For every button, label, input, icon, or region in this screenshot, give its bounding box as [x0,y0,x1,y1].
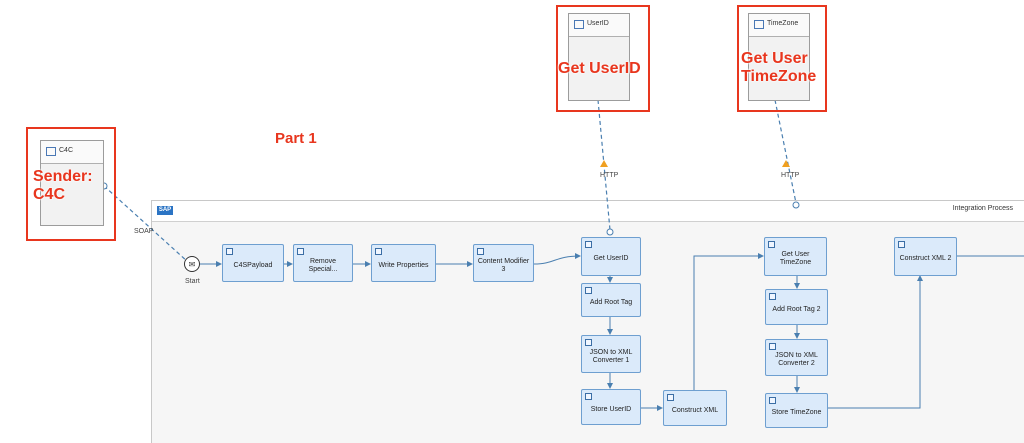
http-connection-timezone [774,99,797,204]
userid-highlight-box [556,5,650,112]
sender-highlight-box [26,127,116,241]
envelope-icon: ✉ [188,259,196,269]
pool-header: SAP Integration Process [152,201,1024,222]
system-icon [754,20,764,29]
script-icon [226,248,233,255]
step-label: Content Modifier 3 [477,257,530,273]
system-icon [574,20,584,29]
sender-highlight-text: Sender: C4C [33,168,93,203]
step-label: Get User TimeZone [779,251,812,266]
step-c4spayload[interactable]: C4SPayload [222,244,284,282]
receiver-system-timezone[interactable]: TimeZone [748,13,810,101]
step-store-userid[interactable]: Store UserID [581,389,641,425]
sender-system-c4c[interactable]: C4C [40,140,104,226]
content-modifier-icon [375,248,382,255]
step-content-modifier-3[interactable]: Content Modifier 3 [473,244,534,282]
warning-icon [782,160,790,167]
step-json-to-xml-2[interactable]: JSON to XML Converter 2 [765,339,828,376]
content-modifier-icon [769,293,776,300]
soap-label: SOAP [134,228,154,235]
sender-system-name: C4C [59,147,74,154]
step-label: Get UserID [593,255,629,262]
step-store-timezone[interactable]: Store TimeZone [765,393,828,428]
userid-system-header: UserID [569,14,629,37]
system-icon [46,147,56,156]
timezone-system-name: TimeZone [767,20,799,27]
sender-system-header: C4C [41,141,103,164]
step-label: Construct XML [671,406,719,414]
step-json-to-xml-1[interactable]: JSON to XML Converter 1 [581,335,641,373]
content-modifier-icon [667,394,674,401]
step-label: Store TimeZone [771,409,822,416]
step-label: C4SPayload [233,261,273,269]
request-reply-icon [585,241,592,248]
step-label: Construct XML 2 [899,255,952,262]
converter-icon [585,339,592,346]
soap-connection [103,185,189,263]
http-label-timezone: HTTP [781,172,800,179]
part-label: Part 1 [275,130,317,147]
content-modifier-icon [898,241,905,248]
content-modifier-icon [585,287,592,294]
step-label: JSON to XML Converter 2 [775,352,818,367]
pool-title: Integration Process [952,205,1013,212]
step-add-root-tag-2[interactable]: Add Root Tag 2 [765,289,828,325]
converter-icon [769,343,776,350]
timezone-highlight-box [737,5,827,112]
step-label: Add Root Tag [589,298,633,306]
step-label: Add Root Tag 2 [772,305,821,313]
content-modifier-icon [769,397,776,404]
userid-highlight-text: Get UserID [558,60,641,77]
request-reply-icon [768,241,775,248]
http-label-userid: HTTP [600,172,619,179]
step-get-user-timezone[interactable]: Get User TimeZone [764,237,827,276]
start-event[interactable]: ✉ [184,256,200,272]
step-label: Write Properties [378,261,429,269]
step-label: JSON to XML Converter 1 [589,348,633,364]
step-remove-special[interactable]: Remove Special... [293,244,353,282]
content-modifier-icon [585,393,592,400]
step-construct-xml-2[interactable]: Construct XML 2 [894,237,957,276]
timezone-system-header: TimeZone [749,14,809,37]
userid-connector-icon [606,228,614,236]
start-label: Start [185,278,200,285]
userid-system-name: UserID [587,20,609,27]
step-label: Remove Special... [308,257,338,273]
step-construct-xml[interactable]: Construct XML [663,390,727,426]
warning-icon [600,160,608,167]
step-write-properties[interactable]: Write Properties [371,244,436,282]
step-label: Store UserID [590,405,632,413]
step-get-userid[interactable]: Get UserID [581,237,641,276]
receiver-system-userid[interactable]: UserID [568,13,630,101]
script-icon [297,248,304,255]
timezone-connector-icon [792,201,800,209]
sap-logo: SAP [157,206,173,215]
timezone-highlight-text: Get User TimeZone [741,50,817,85]
content-modifier-icon [477,248,484,255]
step-add-root-tag[interactable]: Add Root Tag [581,283,641,317]
